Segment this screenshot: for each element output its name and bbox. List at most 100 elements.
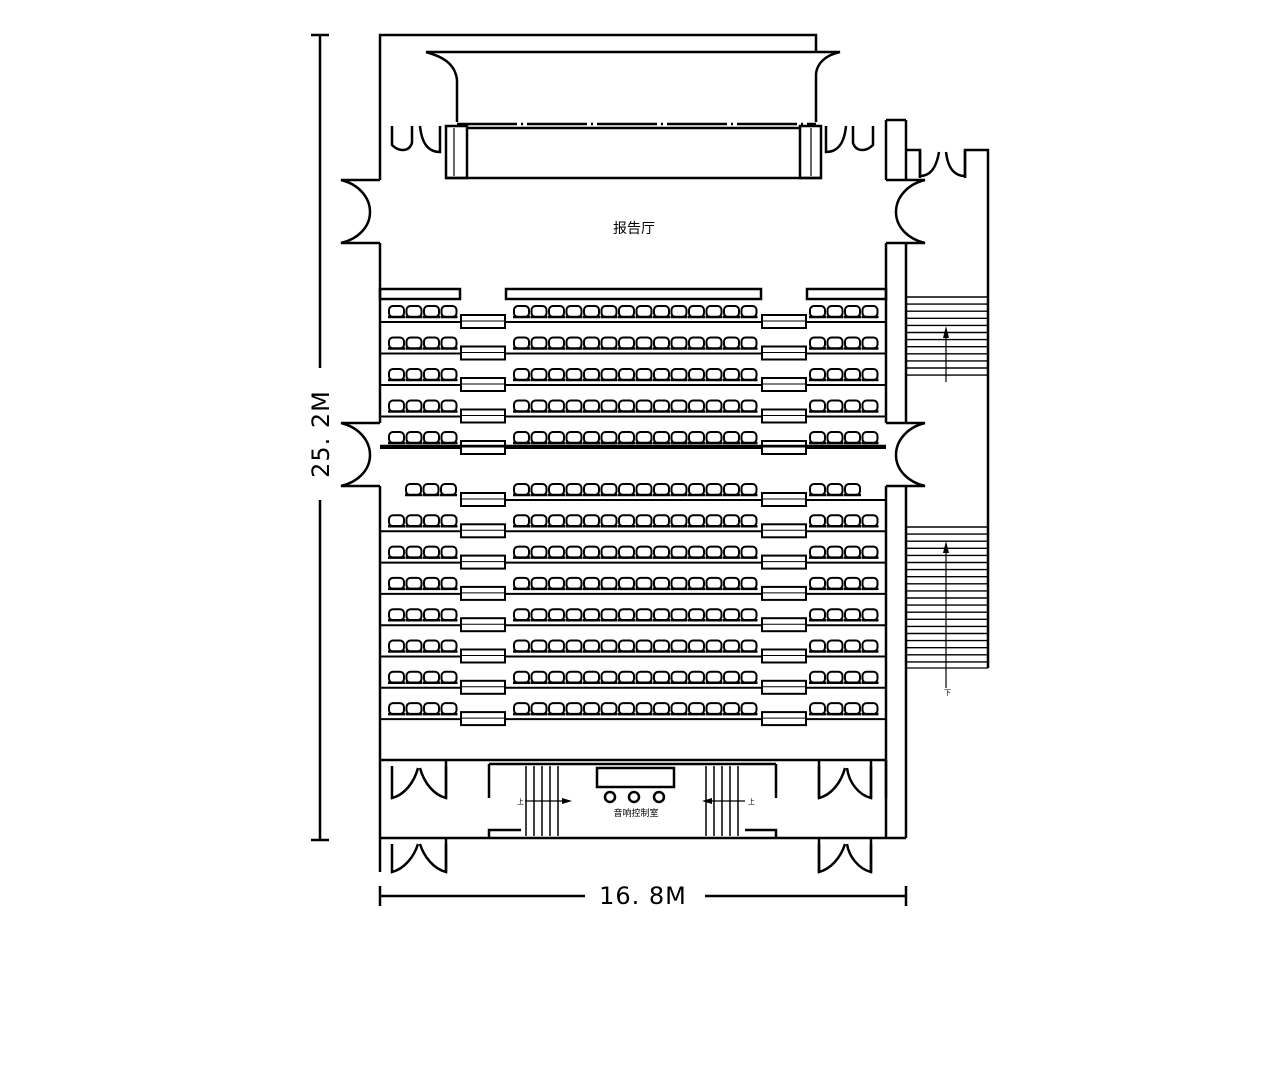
seat [635,608,653,622]
seat [705,670,723,685]
seat [653,431,670,445]
seat [723,702,740,716]
seat-row [380,679,886,695]
seat [740,639,758,653]
seat [423,431,440,445]
seat [423,368,440,382]
seat [653,368,670,382]
seat [705,702,723,716]
seat-row [380,554,886,570]
seat [405,514,423,528]
seat [405,483,422,497]
stage [425,50,841,180]
seat [670,431,688,445]
seat [405,608,423,622]
width-dimension-label: 16. 8M [599,882,687,910]
seat [844,514,861,528]
seat [600,368,618,382]
seat [405,639,423,653]
seat [600,639,618,653]
seat [844,483,861,497]
seat [440,639,458,653]
seat [826,639,844,653]
seat [809,608,826,622]
seat [861,639,879,653]
seat [723,336,740,350]
seat [423,576,440,591]
seat [705,336,723,350]
seat [688,336,705,350]
sound-control-room: 上 上 音响控制室 [487,762,778,838]
seat [600,483,618,497]
seat [530,399,548,413]
seat [548,608,565,622]
seat [530,368,548,382]
seat [635,576,653,591]
seat [405,431,423,445]
seat [440,305,458,319]
seat [405,336,423,350]
seat [705,483,723,497]
seat [618,702,635,716]
seat [653,608,670,622]
seat [635,483,653,497]
seat-row [380,617,886,633]
seat [513,545,530,559]
seat [688,545,705,559]
seat [565,608,583,622]
seat [583,305,600,319]
seat [565,670,583,685]
seat-row [380,345,886,361]
seat [809,305,826,319]
seat [653,576,670,591]
seat [513,514,530,528]
seat [826,576,844,591]
seat [653,305,670,319]
seat [618,545,635,559]
seat [440,336,458,350]
seat [565,576,583,591]
seat [600,431,618,445]
seat [513,608,530,622]
seat [740,483,758,497]
seat [809,670,826,685]
seat [705,545,723,559]
seat [388,702,405,716]
seat [583,702,600,716]
seat [653,670,670,685]
seat [844,431,861,445]
seat [513,702,530,716]
seat [844,576,861,591]
seat [844,368,861,382]
seat [705,305,723,319]
seat [548,336,565,350]
seat [809,639,826,653]
seat [653,514,670,528]
seat [548,639,565,653]
seat [723,514,740,528]
seat [388,336,405,350]
seat [861,608,879,622]
seat [423,399,440,413]
stair-up-right-label: 上 [748,797,755,806]
seat [740,368,758,382]
seat [688,431,705,445]
seat [423,608,440,622]
seat [809,368,826,382]
seat [388,576,405,591]
seat [548,514,565,528]
seat [809,545,826,559]
seat [388,545,405,559]
seat [405,702,423,716]
seat [388,670,405,685]
seat [653,545,670,559]
seat [670,639,688,653]
stair-up-left-label: 上 [517,797,524,806]
seat [600,336,618,350]
seat [530,576,548,591]
seat-row [380,377,886,392]
seat [740,608,758,622]
seating-area [378,287,888,727]
seat [670,514,688,528]
seat [740,545,758,559]
